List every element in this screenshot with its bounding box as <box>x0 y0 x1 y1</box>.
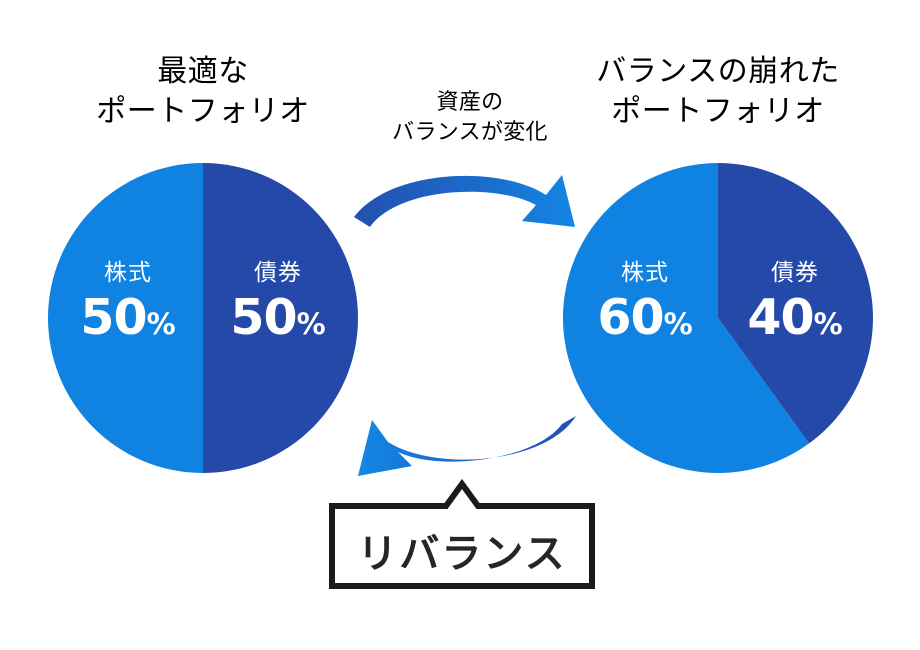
callout-label: リバランス <box>357 531 567 577</box>
arrow-right-to-left-icon <box>340 398 580 486</box>
arrow-left-to-right-icon <box>350 165 580 245</box>
right-pie-slice-stock <box>563 163 810 473</box>
callout-outline <box>329 478 595 589</box>
center-caption: 資産の バランスが変化 <box>392 90 548 145</box>
left-pie-slice-stock <box>48 163 203 473</box>
right-chart-title: バランスの崩れた ポートフォリオ <box>596 54 840 129</box>
right-pie-slice-bond <box>718 163 873 444</box>
left-pie-chart <box>48 163 358 473</box>
left-chart-title: 最適な ポートフォリオ <box>96 54 310 129</box>
left-pie-slice-bond <box>203 163 358 473</box>
right-pie-chart <box>563 163 873 473</box>
rebalance-callout: リバランス <box>328 478 596 590</box>
